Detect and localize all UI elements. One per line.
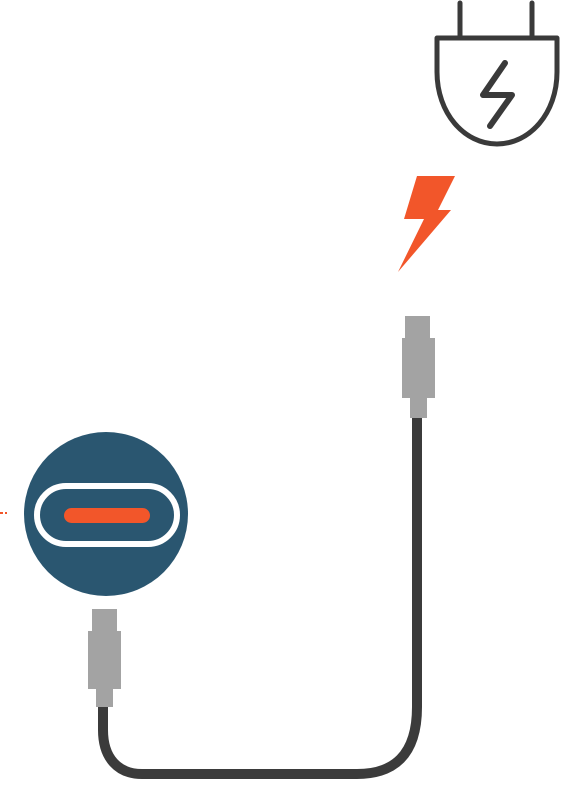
power-plug-icon	[437, 3, 557, 144]
cable-connector-top	[402, 316, 435, 418]
edge-marker	[0, 512, 7, 514]
usb-c-port-icon	[24, 432, 188, 596]
cable-connector-bottom	[88, 609, 121, 707]
lightning-bolt-icon	[398, 176, 455, 272]
